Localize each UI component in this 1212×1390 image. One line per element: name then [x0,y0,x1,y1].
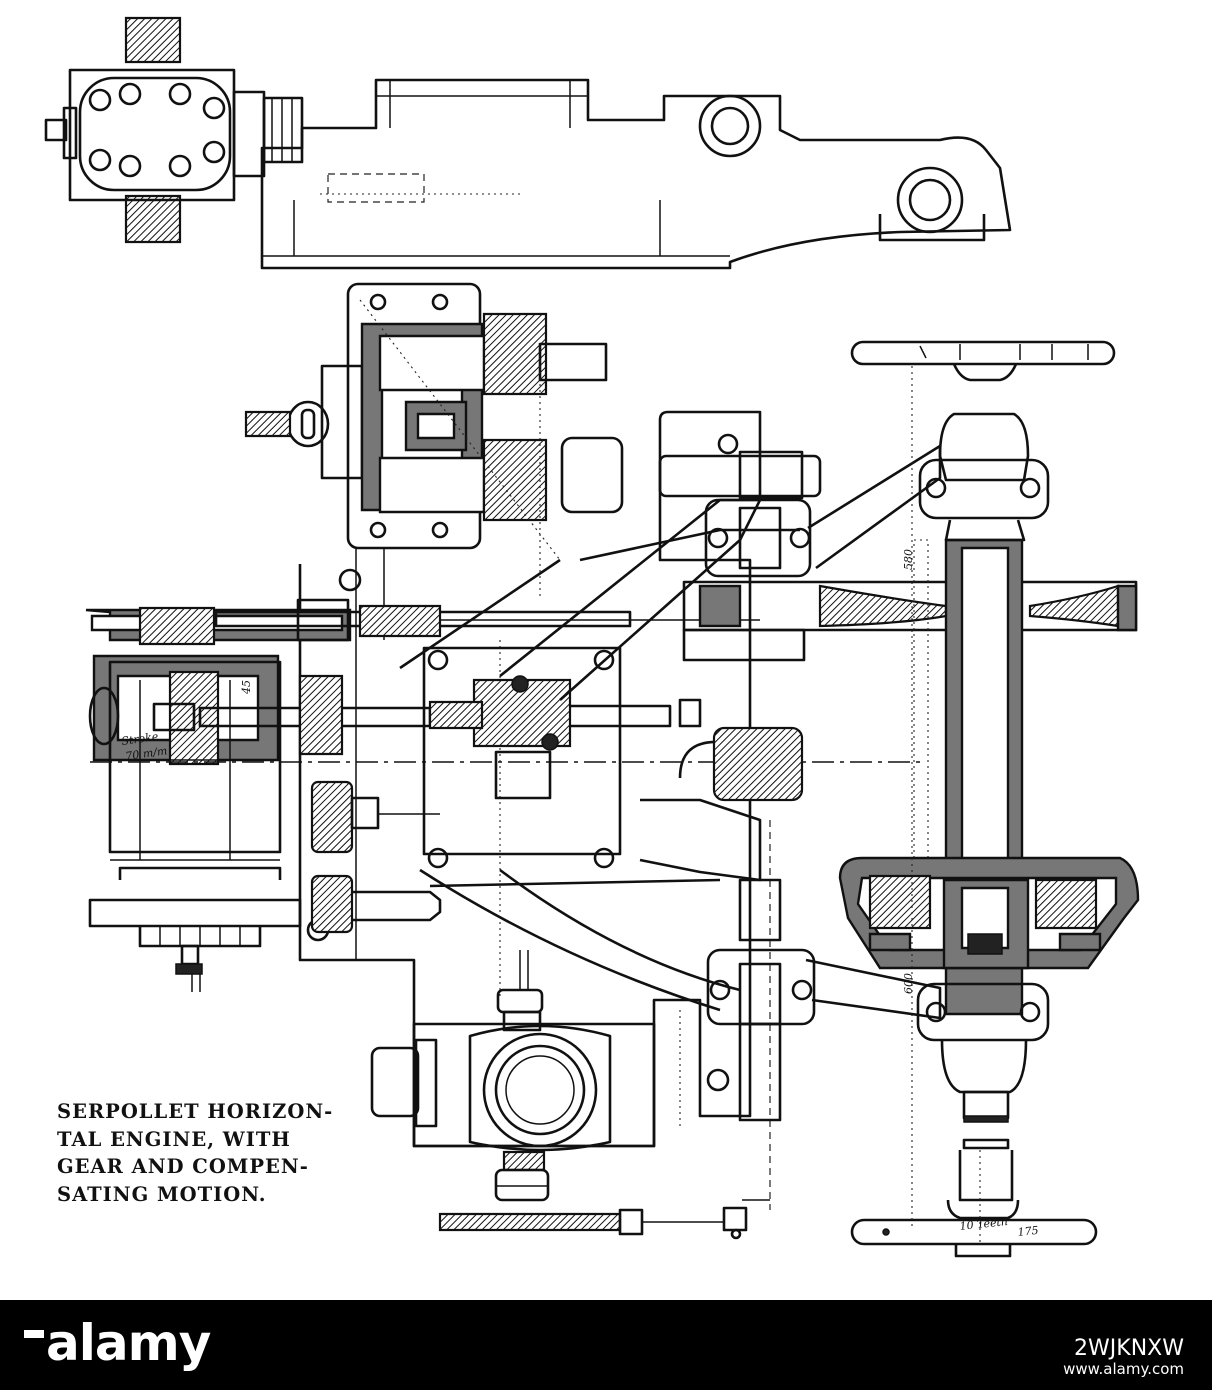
knurled-nut-bottom [126,196,180,242]
gear-wheel [684,582,1136,660]
dim-45: 45 [240,680,253,695]
knurled-nut-top [126,18,180,62]
teeth-label: 10 Teeth [959,1215,1009,1233]
logo-mark-icon [24,1330,44,1338]
gland-nut [264,98,302,162]
valve-chest [246,284,606,560]
watermark-footer: alamy 2WJKNXW www.alamy.com [0,1300,1212,1390]
bearing-block-lower [918,984,1048,1040]
engine-diagram: Stroke 70 m/m 45 580 600 10 Teeth 175 [0,0,1212,1300]
brand-logo: alamy [24,1318,211,1368]
cover-bolts [90,84,224,176]
annotations: Stroke 70 m/m 45 580 600 10 Teeth 175 [121,549,1040,1239]
brand-name: alamy [46,1314,211,1372]
figure-caption: SERPOLLET HORIZON- TAL ENGINE, WITH GEAR… [57,1098,357,1208]
cylinder-flange [70,70,234,200]
cylinder [86,600,350,992]
teeth-dim: 175 [1017,1224,1039,1239]
site-url: www.alamy.com [1063,1360,1184,1378]
dim-580: 580 [902,549,915,570]
bearing-block-upper [920,460,1048,518]
piston [170,672,218,764]
dim-600: 600 [902,973,915,994]
linkage [400,438,940,1120]
wheel-bottom [852,1200,1096,1256]
lower-bearing [918,984,1048,1200]
stroke-value: 70 m/m [125,744,168,763]
differential-housing [840,858,1138,968]
caption-line-4: SATING MOTION. [57,1182,267,1206]
caption-line-3: GEAR AND COMPEN- [57,1155,309,1178]
caption-line-2: TAL ENGINE, WITH [57,1127,291,1151]
eccentric-lower-left [714,728,802,800]
adjusting-screw [440,1200,770,1238]
engine-frame [262,80,1010,268]
wheel-top [852,342,1114,380]
lower-cylinder-parts [312,782,440,932]
bearing-upper [700,96,760,156]
elevation-view [46,18,1010,268]
bearing-lower [898,168,962,232]
stroke-label: Stroke [121,730,160,748]
feed-valve [372,950,654,1200]
cylinder-cover [80,78,230,190]
image-id: 2WJKNXW [1074,1336,1184,1361]
crosshead [424,648,620,867]
caption-line-1: SERPOLLET HORIZON- [57,1100,334,1123]
construction-lines [540,360,980,1244]
valve-ring-outer [484,1034,596,1146]
eccentric-upper-left [706,500,810,576]
